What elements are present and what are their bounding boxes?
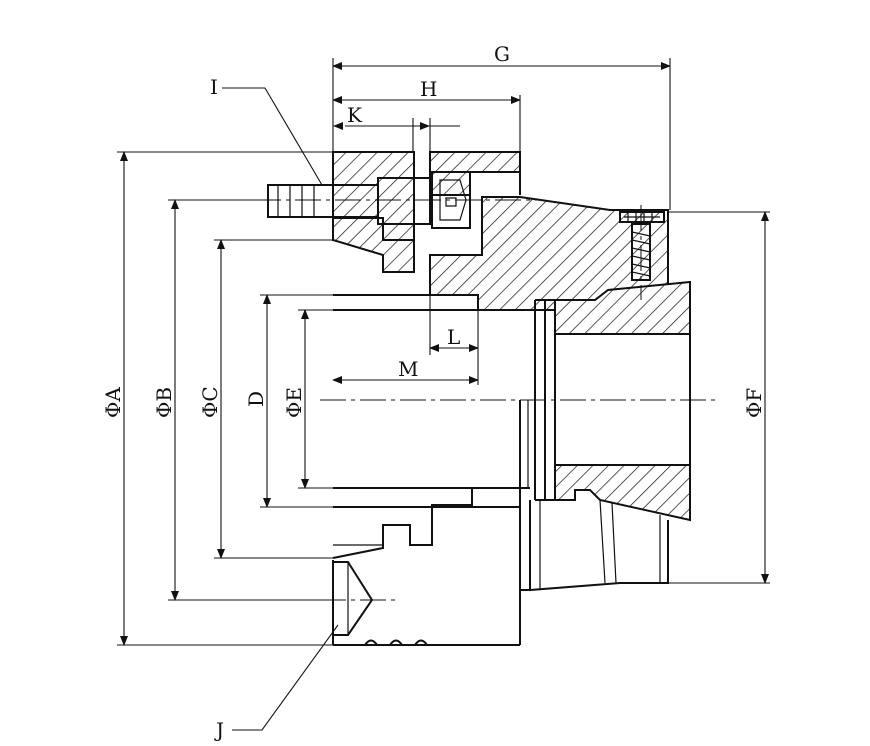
leaders: [222, 87, 339, 731]
label-L: L: [447, 325, 460, 349]
label-G: G: [494, 42, 510, 66]
label-K: K: [347, 103, 363, 127]
label-A: ΦA: [101, 387, 125, 418]
hatched-sections: [332, 151, 691, 522]
dimension-lines: [120, 62, 769, 646]
set-screw: [619, 205, 665, 300]
label-H: H: [420, 77, 437, 101]
label-E: ΦE: [282, 387, 306, 418]
extension-lines: [117, 58, 770, 646]
label-C: ΦC: [198, 386, 222, 418]
leader-I: [222, 87, 323, 186]
leader-J: [232, 624, 339, 731]
label-M: M: [398, 357, 418, 381]
labels: G H K I L M J ΦA ΦB ΦC D ΦE ΦF: [101, 42, 766, 742]
label-B: ΦB: [152, 387, 176, 418]
dim-K-arrow-left: [333, 122, 343, 130]
label-F: ΦF: [742, 388, 766, 418]
label-D: D: [244, 391, 268, 407]
label-I: I: [210, 75, 218, 99]
label-J: J: [214, 718, 224, 742]
collet-body: [332, 152, 530, 646]
dim-K-arrow-right: [420, 122, 430, 130]
nose-sleeve: [520, 210, 691, 592]
